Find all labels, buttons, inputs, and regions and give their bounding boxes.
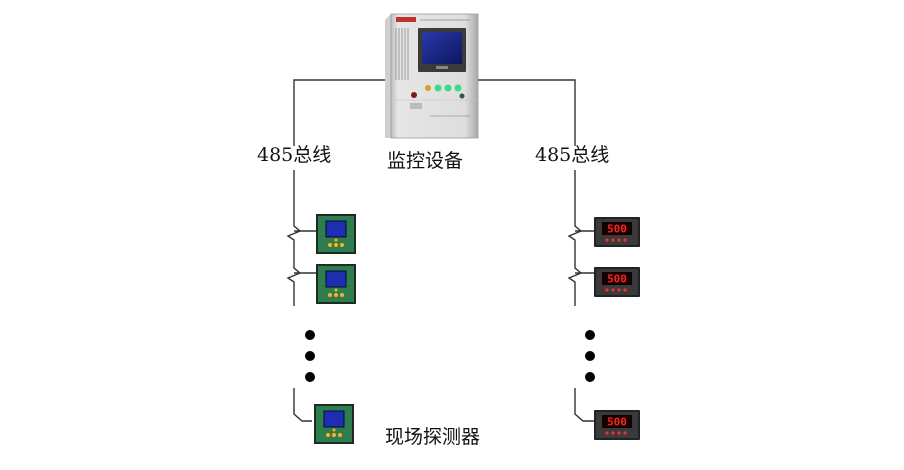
indicator-light (454, 84, 462, 92)
meter-key (328, 243, 332, 247)
indicator-light (459, 93, 465, 99)
meter-key (340, 243, 344, 247)
meter-key (623, 238, 627, 242)
monitoring-cabinet (385, 13, 479, 139)
indicator-light (425, 85, 431, 91)
screen-button (436, 66, 448, 69)
right-bus-trunk (567, 170, 583, 306)
meter-reading: 500 (607, 273, 627, 286)
screen-display (422, 32, 462, 64)
ellipsis-dot (305, 351, 315, 361)
detectors-label: 现场探测器 (385, 426, 481, 448)
controller-label: 监控设备 (387, 150, 464, 172)
right-bus-tail (574, 388, 594, 422)
indicator-light (434, 84, 442, 92)
meter-reading: 500 (607, 223, 627, 236)
meter-screen (325, 220, 347, 238)
left-detector-1 (316, 214, 356, 254)
left-ellipsis (305, 330, 315, 382)
right-detector-3: 500 (594, 410, 640, 440)
meter-key (605, 238, 609, 242)
cabinet-vents (395, 28, 409, 80)
right-detector-1: 500 (594, 217, 640, 247)
left-bus-line (293, 79, 386, 146)
meter-reading: 500 (607, 416, 627, 429)
cabinet-logo (396, 17, 416, 22)
right-bus-line (478, 79, 576, 146)
meter-key (611, 238, 615, 242)
meter-key (334, 243, 338, 247)
cabinet-indicators (411, 84, 465, 99)
left-detector-2 (316, 264, 356, 304)
indicator-light (411, 92, 417, 98)
ellipsis-dot (305, 330, 315, 340)
left-bus-label: 485总线 (257, 144, 332, 166)
ellipsis-dot (585, 330, 595, 340)
indicator-light (444, 84, 452, 92)
ellipsis-dot (585, 372, 595, 382)
ellipsis-dot (305, 372, 315, 382)
meter-key (617, 238, 621, 242)
right-detector-2: 500 (594, 267, 640, 297)
bus-wiring (286, 79, 594, 422)
ellipsis-dot (585, 351, 595, 361)
left-detector-3 (314, 404, 354, 444)
meter-key (334, 238, 338, 242)
meter-led-window (602, 222, 632, 235)
cabinet-slot (410, 103, 422, 109)
right-bus-label: 485总线 (535, 144, 610, 166)
right-ellipsis (585, 330, 595, 382)
left-bus-trunk (286, 170, 302, 306)
left-bus-tail (293, 388, 312, 422)
